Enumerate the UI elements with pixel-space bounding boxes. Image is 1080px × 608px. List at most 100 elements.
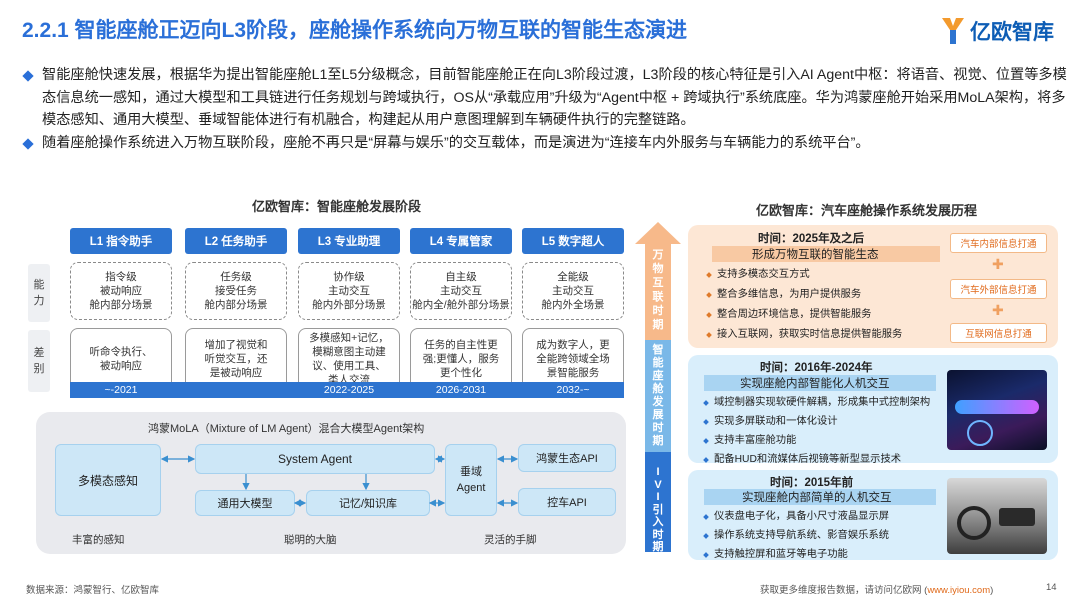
panel-subtitle: 实现座舱内部智能化人机交互: [740, 378, 890, 390]
diff-line: 听命令执行、: [89, 346, 153, 358]
panel-subtitle: 形成万物互联的智能生态: [752, 249, 879, 261]
stage-label-char: 时: [652, 528, 664, 541]
diff-line: 任务的自主性更: [424, 339, 498, 351]
ability-line: 主动交互: [552, 285, 594, 297]
tag-internet-info: 互联网信息打通: [950, 323, 1047, 343]
note-suffix: ): [990, 585, 994, 596]
general-llm-node: 通用大模型: [195, 490, 295, 516]
panel-time: 时间：2015年前: [770, 477, 854, 489]
ability-line: 协作级: [333, 271, 365, 283]
left-section-title: 亿欧智库：智能座舱发展阶段: [252, 199, 422, 214]
bullet-text: 智能座舱快速发展，根据华为提出智能座舱L1至L5分级概念，目前智能座舱正在向L3…: [42, 67, 1067, 128]
panel-items: 支持多模态交互方式 整合多维信息，为用户提供服务 整合周边环境信息，提供智能服务…: [705, 265, 902, 345]
early-cockpit-image: [947, 478, 1047, 554]
ability-line: 舱内部分场景: [89, 299, 153, 311]
stage-label-char: I: [656, 491, 660, 503]
ability-line: 主动交互: [440, 285, 482, 297]
smart-cockpit-image: [947, 370, 1047, 450]
diff-line: 议、使用工具、: [312, 360, 386, 372]
row-label-char: 差: [33, 347, 45, 359]
stage-label-char: 能: [652, 357, 664, 369]
arch-connectors: [160, 455, 519, 507]
level-diff-box: 听命令执行、被动响应: [70, 328, 172, 390]
stage-label-char: 期: [652, 541, 664, 553]
vertical-agent-node: 垂域 Agent: [445, 444, 497, 516]
level-diff-box: 多模感知+记忆，模糊意图主动建议、使用工具、类人交流: [298, 328, 400, 390]
harmony-eco-api-node: 鸿蒙生态API: [518, 444, 616, 472]
stage-label-char: V: [654, 478, 662, 491]
panel-items: 域控制器实现软硬件解耦，形成集中式控制架构 实现多屏联动和一体化设计 支持丰富座…: [702, 393, 930, 469]
ability-line: 被动响应: [100, 285, 142, 297]
diff-line: 是被动响应: [209, 367, 263, 379]
tag-outer-info: 汽车外部信息打通: [950, 279, 1047, 299]
list-item: 域控制器实现软硬件解耦，形成集中式控制架构: [702, 393, 930, 412]
stage-label-char: 智: [652, 344, 664, 356]
diff-line: 强;更懂人，服务: [422, 353, 500, 365]
year-label: 2022-2025: [298, 382, 400, 398]
panel-time: 时间：2016年-2024年: [760, 362, 873, 374]
level-ability-box: 协作级主动交互舱内外部分场景: [298, 262, 400, 320]
car-control-api-node: 控车API: [518, 488, 616, 516]
stage-label-char: 物: [652, 263, 664, 275]
summary-bullets: 智能座舱快速发展，根据华为提出智能座舱L1至L5分级概念，目前智能座舱正在向L3…: [22, 64, 1067, 154]
node-text: Agent: [456, 482, 486, 494]
diff-line: 全能跨领域全场: [536, 353, 610, 365]
stage-label-char: 期: [652, 435, 664, 447]
diff-line: 多模感知+记忆，: [309, 332, 389, 344]
iyiou-link[interactable]: www.iyiou.com: [927, 585, 991, 596]
ability-line: 舱内外全场景: [541, 299, 605, 311]
level-header: L4 专属管家: [410, 228, 512, 254]
stage-label-char: 期: [652, 319, 664, 331]
level-header: L1 指令助手: [70, 228, 172, 254]
row-label-char: 能: [33, 279, 45, 291]
diff-line: 成为数字人，更: [536, 339, 610, 351]
level-diff-box: 成为数字人，更全能跨领域全场景智能服务: [522, 328, 624, 390]
level-header: L2 任务助手: [185, 228, 287, 254]
cap-perception: 丰富的感知: [72, 534, 125, 546]
stage-label-char: 引: [652, 503, 664, 516]
level-ability-box: 自主级主动交互舱内全/舱外部分场景: [410, 262, 512, 320]
list-item: 操作系统支持导航系统、影音娱乐系统: [702, 526, 889, 545]
diff-line: 听觉交互，还: [204, 353, 268, 365]
year-label: 2026-2031: [410, 382, 512, 398]
stage-label-iot: 万物互联时期: [645, 248, 671, 332]
bullet-2: 随着座舱操作系统进入万物互联阶段，座舱不再只是“屏幕与娱乐”的交互载体，而是演进…: [22, 132, 1067, 155]
panel-subtitle-bar: [704, 489, 936, 505]
level-diff-box: 任务的自主性更强;更懂人，服务更个性化: [410, 328, 512, 390]
list-item: 接入互联网，获取实时信息提供智能服务: [705, 325, 902, 345]
note-prefix: 获取更多维度报告数据，请访问亿欧网 (: [760, 585, 928, 596]
level-header: L5 数字超人: [522, 228, 624, 254]
panel-items: 仪表盘电子化，具备小尺寸液晶显示屏 操作系统支持导航系统、影音娱乐系统 支持触控…: [702, 507, 889, 564]
diff-line: 景智能服务: [546, 367, 600, 379]
level-ability-box: 任务级接受任务舱内部分场景: [185, 262, 287, 320]
panel-subtitle-bar: [704, 375, 936, 391]
level-ability-box: 指令级被动响应舱内部分场景: [70, 262, 172, 320]
stage-label-char: 舱: [652, 383, 664, 395]
multimodal-perception-node: 多模态感知: [55, 444, 161, 516]
cap-brain: 聪明的大脑: [284, 534, 337, 546]
stage-label-char: 互: [652, 277, 664, 289]
ability-line: 指令级: [105, 271, 137, 283]
bullet-1: 智能座舱快速发展，根据华为提出智能座舱L1至L5分级概念，目前智能座舱正在向L3…: [22, 64, 1067, 132]
ability-line: 接受任务: [215, 285, 257, 297]
arch-title: 鸿蒙MoLA（Mixture of LM Agent）混合大模型Agent架构: [148, 423, 425, 435]
year-label: 2032-~: [522, 382, 624, 398]
list-item: 配备HUD和流媒体后视镜等新型显示技术: [702, 450, 930, 469]
right-section-title: 亿欧智库：汽车座舱操作系统发展历程: [756, 203, 978, 218]
brand-logo: 亿欧智库: [940, 16, 1054, 46]
list-item: 实现多屏联动和一体化设计: [702, 412, 930, 431]
level-diff-box: 增加了视觉和听觉交互，还是被动响应: [185, 328, 287, 390]
diff-line: 更个性化: [440, 367, 482, 379]
diff-line: 增加了视觉和: [204, 339, 268, 351]
bullet-diamond-icon: [22, 137, 34, 150]
row-label-char: 别: [33, 363, 45, 375]
ability-line: 任务级: [220, 271, 252, 283]
data-source: 数据来源：鸿蒙智行、亿欧智库: [26, 585, 160, 596]
stage-label-char: I: [656, 466, 660, 478]
level-ability-box: 全能级主动交互舱内外全场景: [522, 262, 624, 320]
list-item: 整合周边环境信息，提供智能服务: [705, 305, 902, 325]
row-label-ability: 能 力: [28, 264, 50, 322]
list-item: 支持多模态交互方式: [705, 265, 902, 285]
ability-line: 舱内全/舱外部分场景: [412, 299, 510, 311]
